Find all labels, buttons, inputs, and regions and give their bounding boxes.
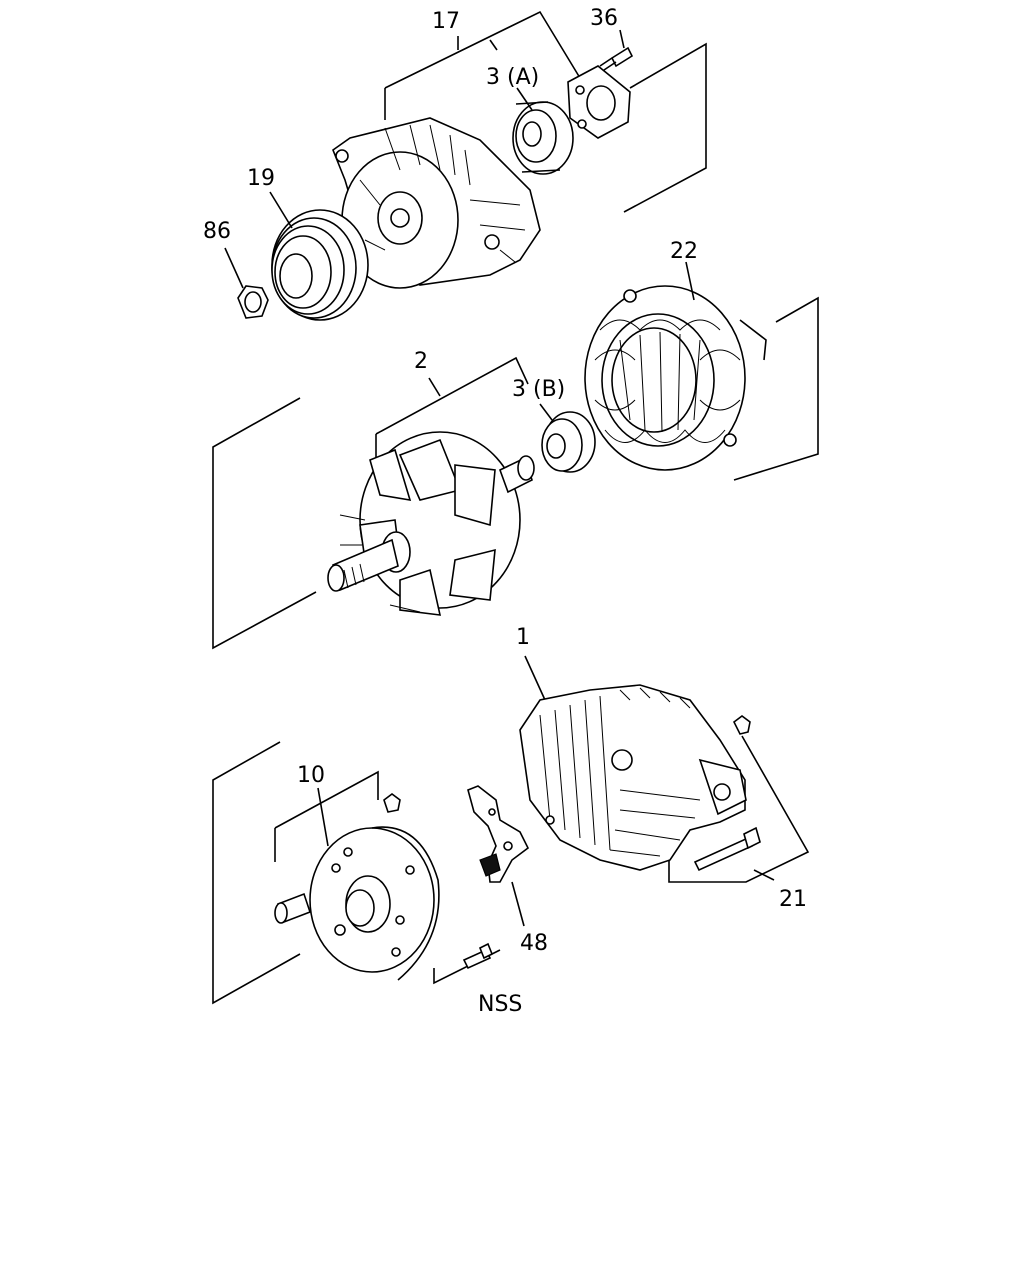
label-nss: NSS: [478, 992, 522, 1017]
label-1: 1: [516, 625, 530, 650]
stator-22[interactable]: [584, 285, 819, 481]
label-21: 21: [779, 887, 807, 912]
retainer-plate[interactable]: [567, 65, 631, 139]
rear-cover-group: [212, 741, 501, 1005]
bolt-21[interactable]: [693, 826, 761, 872]
front-housing[interactable]: [332, 117, 541, 289]
rear-housing-1[interactable]: [519, 684, 747, 871]
nut-10[interactable]: [383, 793, 401, 813]
front-housing-group: [224, 10, 707, 321]
rear-cover-10[interactable]: [309, 826, 440, 981]
label-48: 48: [520, 931, 548, 956]
nut-21[interactable]: [732, 715, 751, 735]
label-3a: 3 (A): [486, 65, 539, 90]
screw-nss[interactable]: [462, 942, 494, 970]
pulley-19[interactable]: [271, 209, 369, 321]
label-36: 36: [590, 6, 618, 31]
rotor-group: [212, 356, 596, 650]
label-86: 86: [203, 219, 231, 244]
rotor-2[interactable]: [327, 431, 535, 616]
rear-housing-group: [519, 655, 810, 883]
label-19: 19: [247, 166, 275, 191]
label-22: 22: [670, 239, 698, 264]
label-3b: 3 (B): [512, 377, 565, 402]
label-17: 17: [432, 9, 460, 34]
label-10: 10: [297, 763, 325, 788]
nut-86[interactable]: [237, 285, 269, 319]
bearing-b[interactable]: [541, 411, 596, 473]
screw-36[interactable]: [599, 46, 634, 71]
bearing-a[interactable]: [512, 101, 574, 175]
brush-holder-48[interactable]: [467, 785, 530, 883]
screw-10a[interactable]: [274, 892, 312, 924]
label-2: 2: [414, 349, 428, 374]
